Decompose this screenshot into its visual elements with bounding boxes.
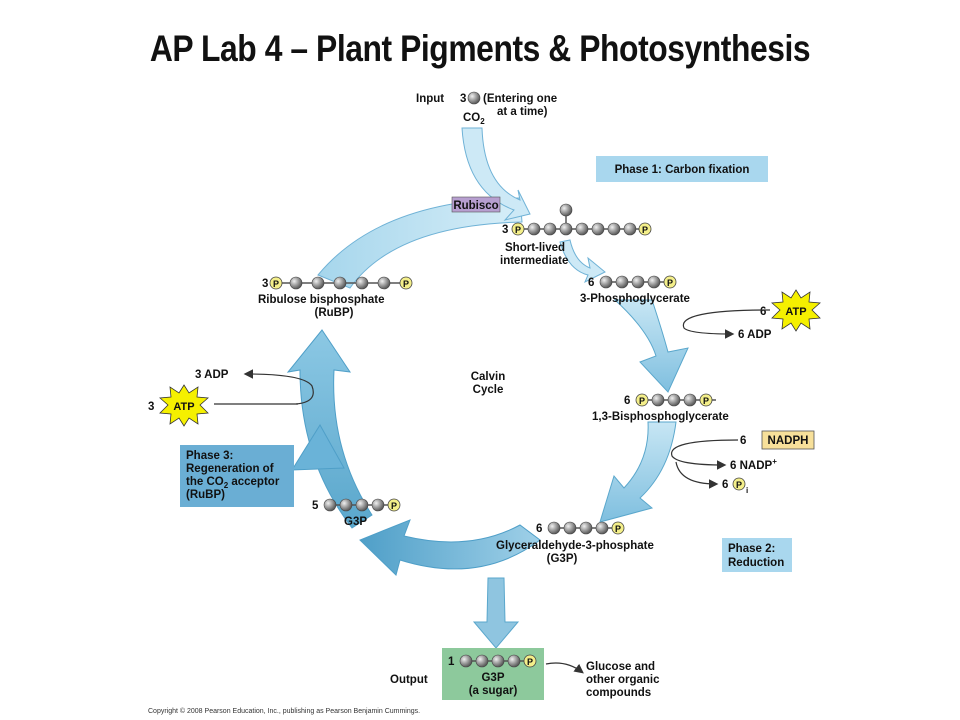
- input-note-line1: (Entering one: [483, 93, 557, 105]
- svg-text:P: P: [515, 225, 521, 235]
- atp-in-3-label: ATP: [173, 401, 194, 413]
- copyright: Copyright © 2008 Pearson Education, Inc.…: [148, 707, 420, 715]
- rubisco-box: [451, 196, 501, 213]
- output-arrow-line3: compounds: [586, 687, 651, 699]
- co2-carbon-ball: [467, 91, 481, 105]
- output-g3p-molecule: P: [459, 654, 537, 668]
- atp-in-3-count: 3: [148, 401, 154, 413]
- input-arrow: [461, 127, 531, 221]
- pi-count: 6: [722, 479, 728, 491]
- output-arrow-line2: other organic: [586, 674, 660, 686]
- pi-sub: i: [746, 486, 748, 495]
- cycle-arrow-bottom: [359, 519, 541, 576]
- phase3-line4: (RuBP): [186, 489, 225, 501]
- bpg-molecule: P P: [635, 393, 716, 407]
- center-line2: Cycle: [473, 384, 504, 396]
- rubisco-label: Rubisco: [453, 200, 498, 212]
- adp-out-3: 3 ADP: [195, 369, 229, 381]
- g3p-regen-label: G3P: [344, 516, 367, 528]
- phase3-line1: Phase 3:: [186, 450, 233, 462]
- phase3-line2: Regeneration of: [186, 463, 274, 475]
- atp-in-1-count: 6: [760, 306, 766, 318]
- rubp-molecule: P P: [269, 276, 413, 290]
- atp-in-1-label: ATP: [785, 306, 806, 318]
- svg-text:P: P: [615, 524, 621, 534]
- g3p-main-molecule: P: [547, 521, 625, 535]
- svg-text:P: P: [527, 657, 533, 667]
- atp-in-1-star: [771, 289, 821, 332]
- pi-arrow: [675, 461, 719, 489]
- input-label: Input: [416, 93, 444, 105]
- slide-title: AP Lab 4 – Plant Pigments & Photosynthes…: [149, 28, 811, 69]
- nadp-out: 6 NADP+: [730, 457, 777, 472]
- bpg-label: 1,3-Bisphosphoglycerate: [592, 411, 729, 423]
- input-molecule: CO2: [463, 112, 485, 126]
- phase2-line1: Phase 2:: [728, 543, 775, 555]
- g3p-regen-molecule: P: [323, 498, 401, 512]
- input-note-line2: at a time): [497, 106, 548, 118]
- output-arrow: [472, 577, 520, 649]
- input-count: 3: [460, 93, 466, 105]
- output-to-glucose-arrow: [545, 662, 584, 674]
- phase3-box: [180, 445, 294, 507]
- intermediate-line1: Short-lived: [505, 242, 565, 254]
- output-label: Output: [390, 674, 428, 686]
- output-arrow-line1: Glucose and: [586, 661, 655, 673]
- center-line1: Calvin: [471, 371, 506, 383]
- pga-label: 3-Phosphoglycerate: [580, 293, 690, 305]
- cycle-arrow-left: [286, 329, 373, 529]
- pga-molecule: P: [599, 275, 677, 289]
- adp-out-1: 6 ADP: [738, 329, 772, 341]
- intermediate-to-pga-arrow: [559, 239, 606, 284]
- g3p-main-line2: (G3P): [547, 553, 578, 565]
- atp-in-3-star: [159, 384, 209, 427]
- pi-label: P: [736, 480, 742, 490]
- cycle-arrow-right-upper: [613, 299, 689, 393]
- intermediate-line2: intermediate: [500, 255, 568, 267]
- output-line1: G3P: [481, 672, 504, 684]
- phase3-line3: the CO2 acceptor: [186, 476, 280, 490]
- g3p-regen-count: 5: [312, 500, 319, 512]
- atp-in-1-arrow: [682, 309, 771, 339]
- phase1-box: [596, 156, 768, 182]
- svg-text:P: P: [273, 279, 279, 289]
- output-line2: (a sugar): [469, 685, 518, 697]
- phase1-label: Phase 1: Carbon fixation: [615, 164, 750, 176]
- output-count: 1: [448, 656, 455, 668]
- svg-text:P: P: [703, 396, 709, 406]
- nadph-count: 6: [740, 435, 746, 447]
- svg-text:P: P: [667, 278, 673, 288]
- svg-text:P: P: [639, 396, 645, 406]
- bpg-count: 6: [624, 395, 630, 407]
- rubp-line2: (RuBP): [315, 307, 354, 319]
- cycle-arrow-left-head2: [291, 424, 345, 471]
- nadph-arrow: [670, 439, 739, 470]
- phase2-line2: Reduction: [728, 557, 784, 569]
- cycle-arrow-right-lower: [599, 421, 677, 523]
- g3p-main-line1: Glyceraldehyde-3-phosphate: [496, 540, 654, 552]
- svg-text:P: P: [642, 225, 648, 235]
- pi-circle: [732, 477, 746, 491]
- rubp-line1: Ribulose bisphosphate: [258, 294, 385, 306]
- pga-count: 6: [588, 277, 594, 289]
- intermediate-count: 3: [502, 224, 508, 236]
- svg-text:P: P: [403, 279, 409, 289]
- phase2-box: [722, 538, 792, 572]
- rubp-count: 3: [262, 278, 268, 290]
- atp-in-3-arrow: [243, 369, 314, 405]
- nadph-box: [761, 430, 815, 450]
- nadph-label: NADPH: [768, 435, 809, 447]
- svg-text:P: P: [391, 501, 397, 511]
- intermediate-molecule: P P: [511, 203, 652, 236]
- g3p-main-count: 6: [536, 523, 542, 535]
